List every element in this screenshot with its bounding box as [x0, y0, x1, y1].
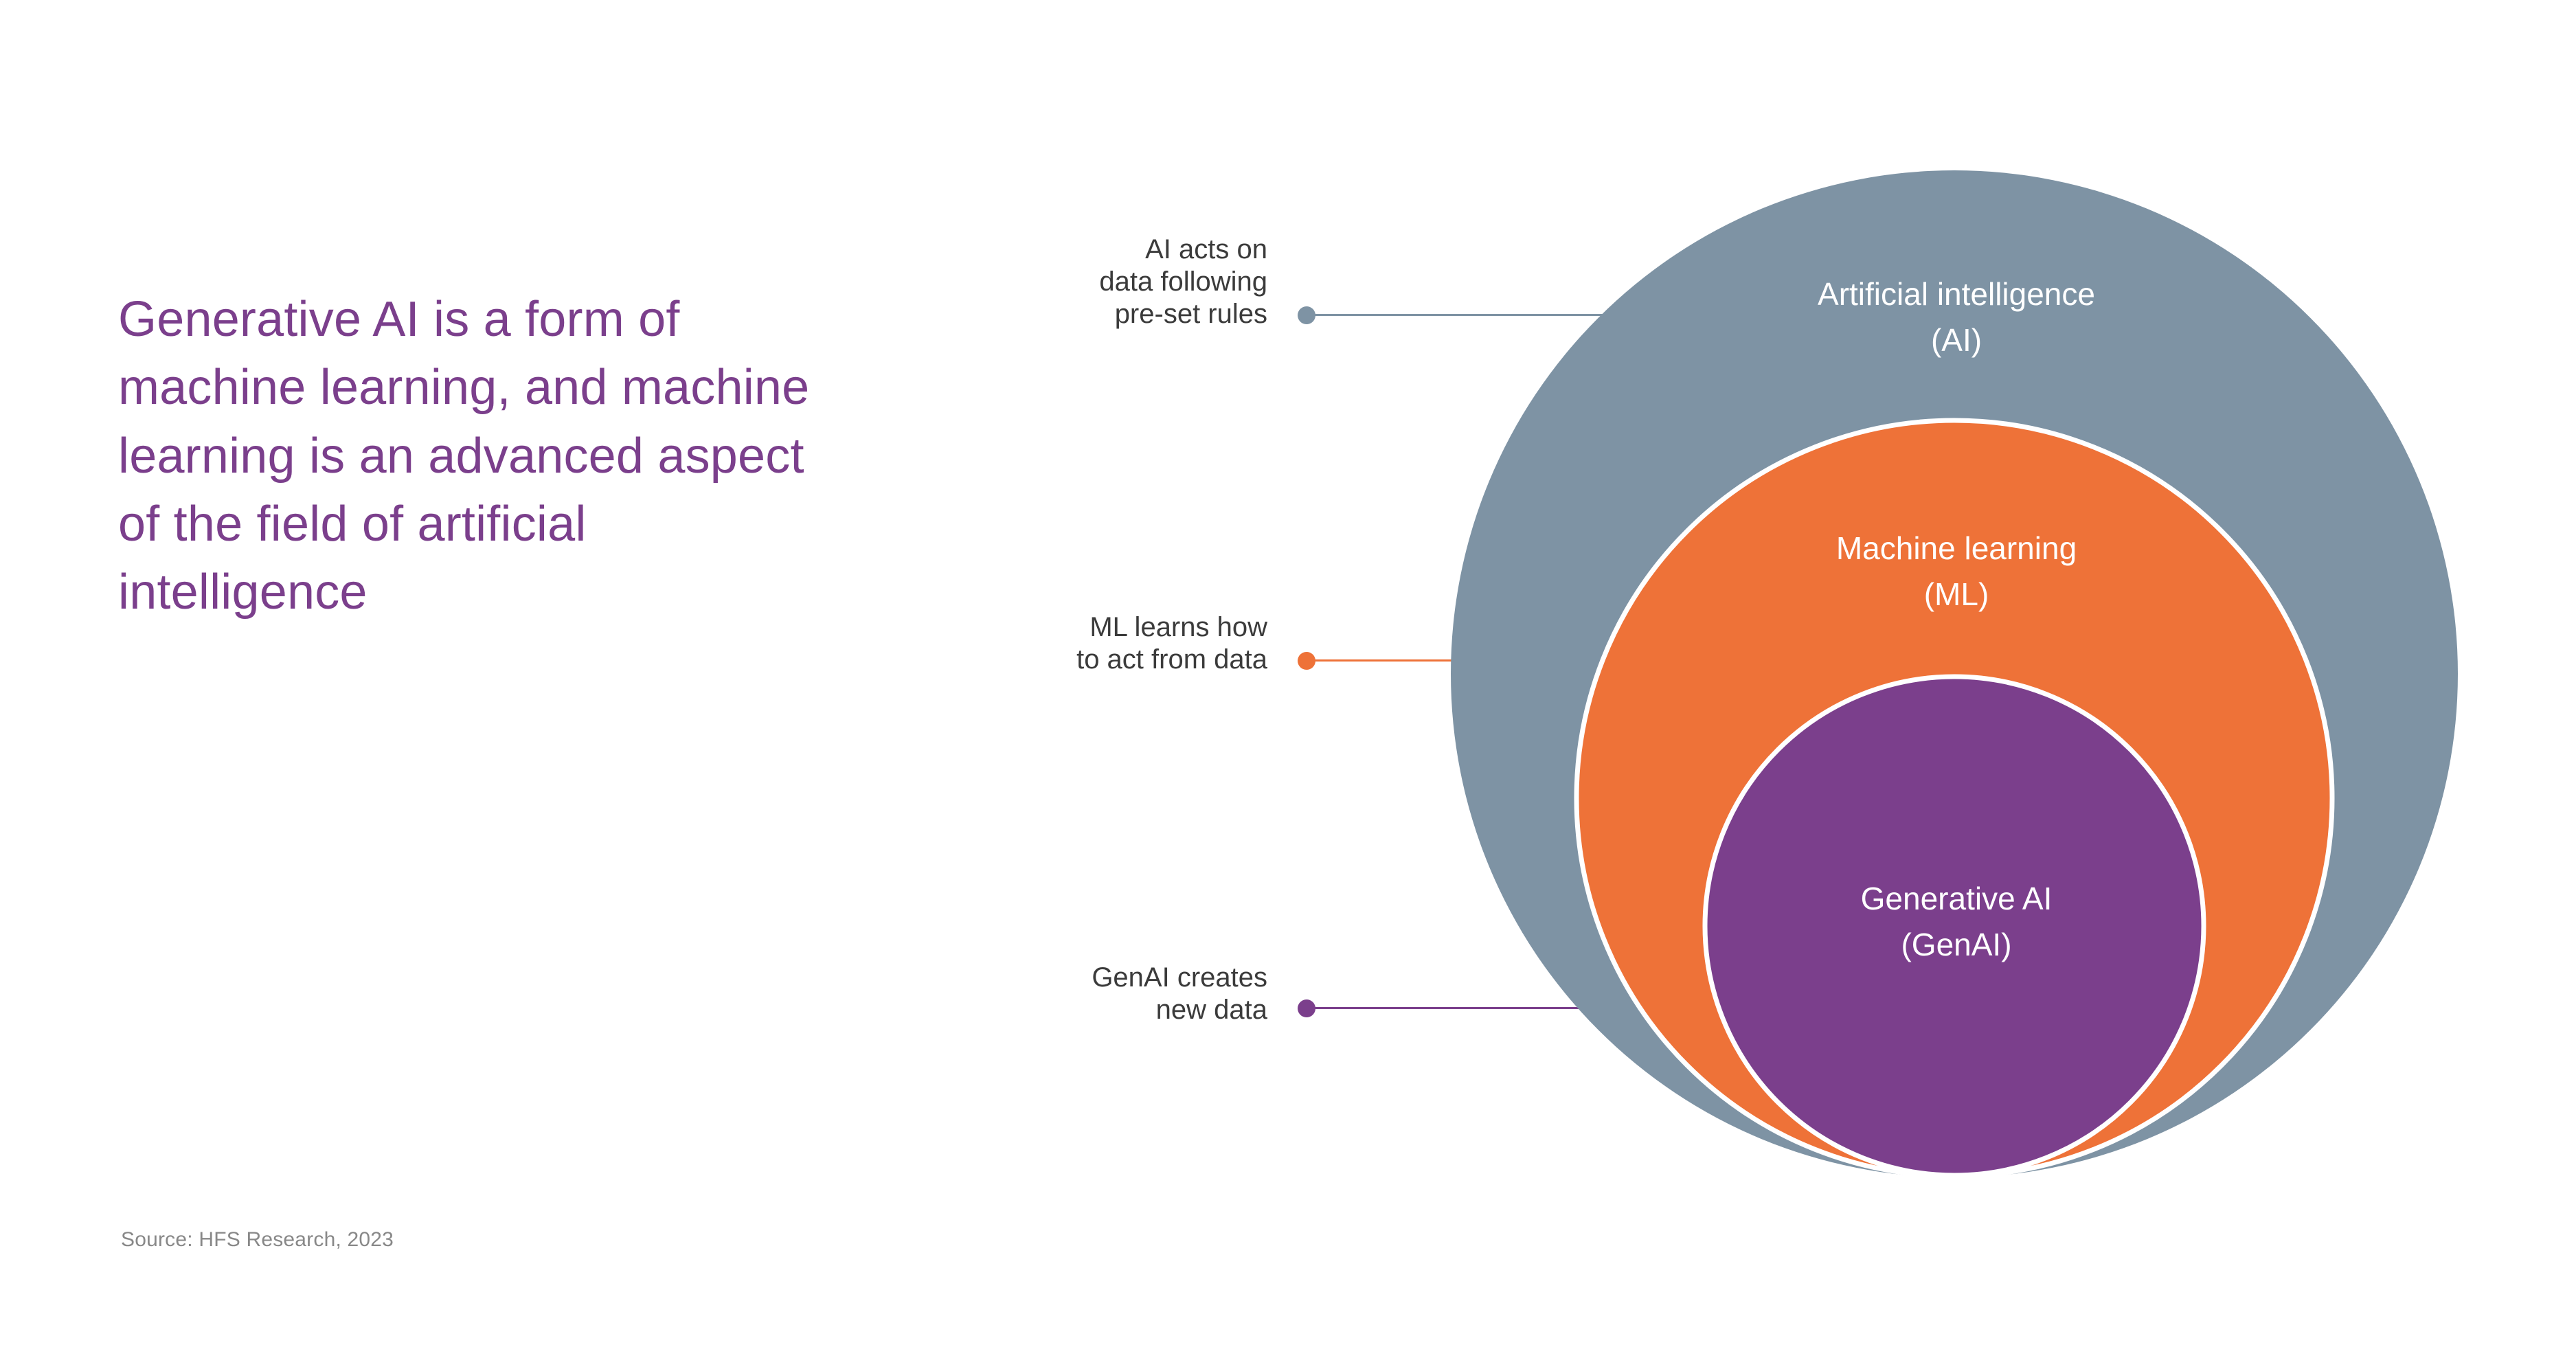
leader-dot-ai: [1298, 306, 1315, 324]
circle-label-generative-ai: Generative AI (GenAI): [1860, 881, 2053, 962]
circle-label-machine-learning: Machine learning (ML): [1835, 530, 2077, 612]
callout-label-ai: AI acts on data following pre-set rules: [1099, 234, 1267, 330]
page-title: Generative AI is a form of machine learn…: [118, 292, 810, 620]
circle-label-artificial-intelligence: Artificial intelligence (AI): [1818, 276, 2095, 358]
source-note: Source: HFS Research, 2023: [121, 1228, 394, 1251]
leader-dot-ml: [1298, 652, 1315, 670]
venn-diagram: [1436, 144, 2480, 1202]
callout-label-ml: ML learns how to act from data: [1076, 612, 1267, 675]
leader-line-ai: [1298, 306, 1609, 324]
callout-label-genai: GenAI creates new data: [1092, 962, 1267, 1026]
leader-line-ml: [1298, 652, 1513, 670]
leader-dot-genai: [1298, 999, 1315, 1017]
circle-generative-ai[interactable]: [1702, 674, 2206, 1178]
leader-line-genai: [1298, 999, 1732, 1017]
